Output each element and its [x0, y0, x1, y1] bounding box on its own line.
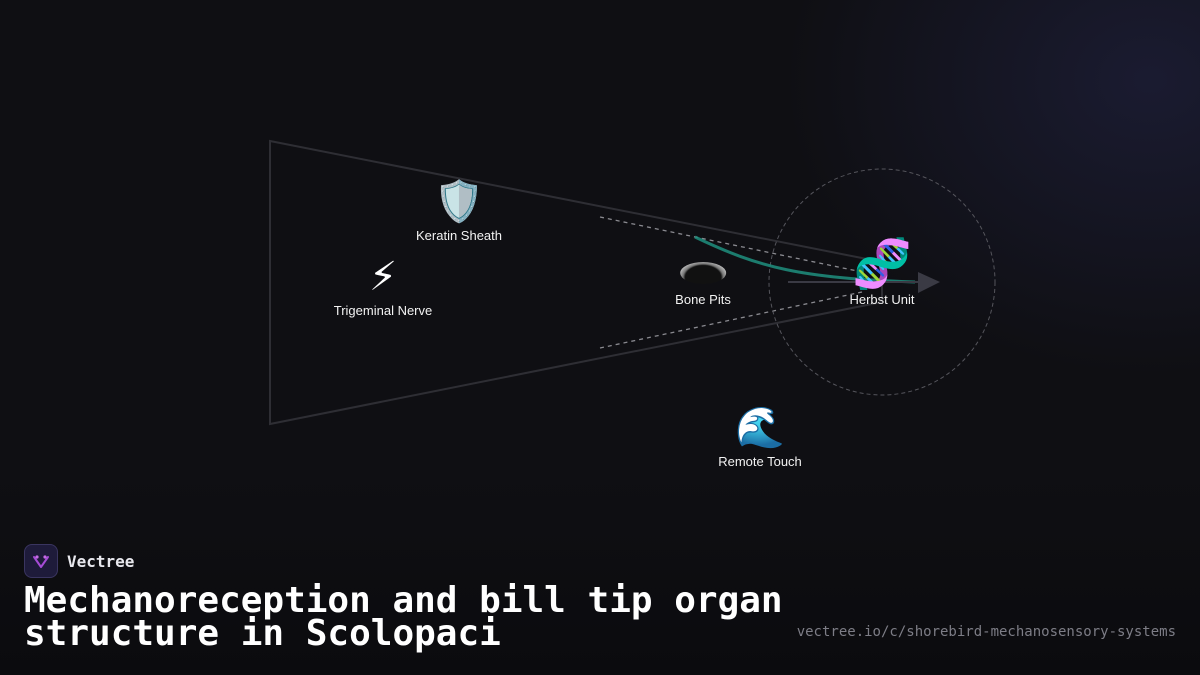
source-url[interactable]: vectree.io/c/shorebird-mechanosensory-sy…: [796, 624, 1176, 640]
shield-icon: 🛡️: [434, 179, 484, 225]
node-trigeminal-nerve: ⚡ Trigeminal Nerve: [334, 255, 433, 318]
lightning-icon: ⚡: [368, 254, 398, 300]
arrow-head: [918, 272, 940, 293]
node-label: Keratin Sheath: [415, 228, 503, 243]
node-label: Herbst Unit: [849, 292, 915, 307]
nerve-curve: [694, 235, 916, 284]
wave-icon: 🌊: [735, 405, 785, 451]
node-label: Bone Pits: [675, 292, 731, 307]
node-keratin-sheath: 🛡️ Keratin Sheath: [416, 180, 502, 243]
dashed-line-upper: [599, 216, 863, 273]
node-label: Trigeminal Nerve: [333, 303, 433, 318]
node-label: Remote Touch: [718, 454, 802, 469]
node-bone-pits: Bone Pits: [675, 262, 731, 307]
focus-circle: [768, 168, 996, 396]
node-remote-touch: 🌊 Remote Touch: [718, 406, 802, 469]
page-title: Mechanoreception and bill tip organ stru…: [24, 580, 783, 654]
brand[interactable]: Vectree: [24, 544, 134, 578]
vectree-logo-icon: [24, 544, 58, 578]
bill-outline: [269, 139, 883, 426]
node-herbst-unit: 🧬 Herbst Unit: [849, 240, 914, 307]
pit-icon: [680, 262, 726, 284]
dna-icon: 🧬: [852, 236, 912, 292]
brand-name: Vectree: [67, 551, 135, 571]
